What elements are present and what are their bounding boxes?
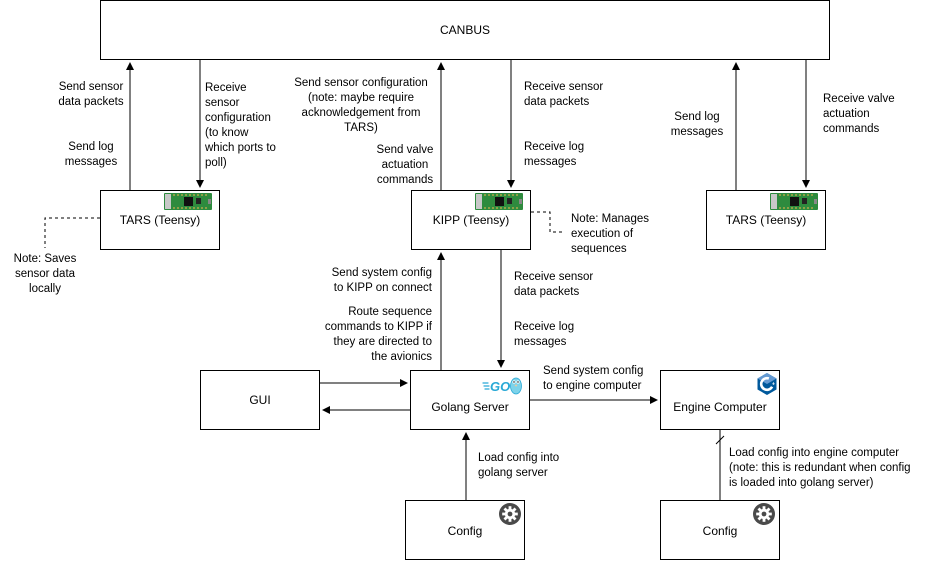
engine-computer-label: Engine Computer [673,400,767,414]
note-kipp-connector [531,211,565,233]
gui-box[interactable]: GUI [200,370,320,430]
svg-text:+: + [772,382,775,388]
tars-right-label: TARS (Teensy) [725,213,807,227]
config-right-box[interactable]: Config [660,500,780,560]
tars-left-label: TARS (Teensy) [119,213,201,227]
teensy-board-icon [770,193,818,210]
gui-label: GUI [249,393,271,407]
teensy-board-icon [475,193,523,210]
label-config-to-engine: Load config into engine computer(note: t… [729,447,911,489]
config-left-label: Config [447,524,483,538]
tars-left-box[interactable]: TARS (Teensy) [100,190,220,250]
note-tars-connector [44,217,100,248]
kipp-label: KIPP (Teensy) [432,213,510,227]
teensy-board-icon [164,193,212,210]
canbus-label: CANBUS [439,23,490,37]
edge-config-to-engine-slash [715,435,725,445]
gear-icon [753,503,775,525]
go-logo-icon: GO [482,377,522,395]
golang-server-box[interactable]: Golang Server [410,370,530,430]
config-left-box[interactable]: Config [405,500,525,560]
label-kipp-send-config: Send sensor configuration(note: maybe re… [294,77,428,134]
golang-server-label: Golang Server [431,400,509,414]
config-right-label: Config [702,524,738,538]
canbus-box[interactable]: CANBUS [100,0,830,60]
cpp-logo-icon: + [757,373,777,395]
tars-right-box[interactable]: TARS (Teensy) [706,190,826,250]
svg-text:GO: GO [490,379,510,394]
gear-icon [499,503,521,525]
